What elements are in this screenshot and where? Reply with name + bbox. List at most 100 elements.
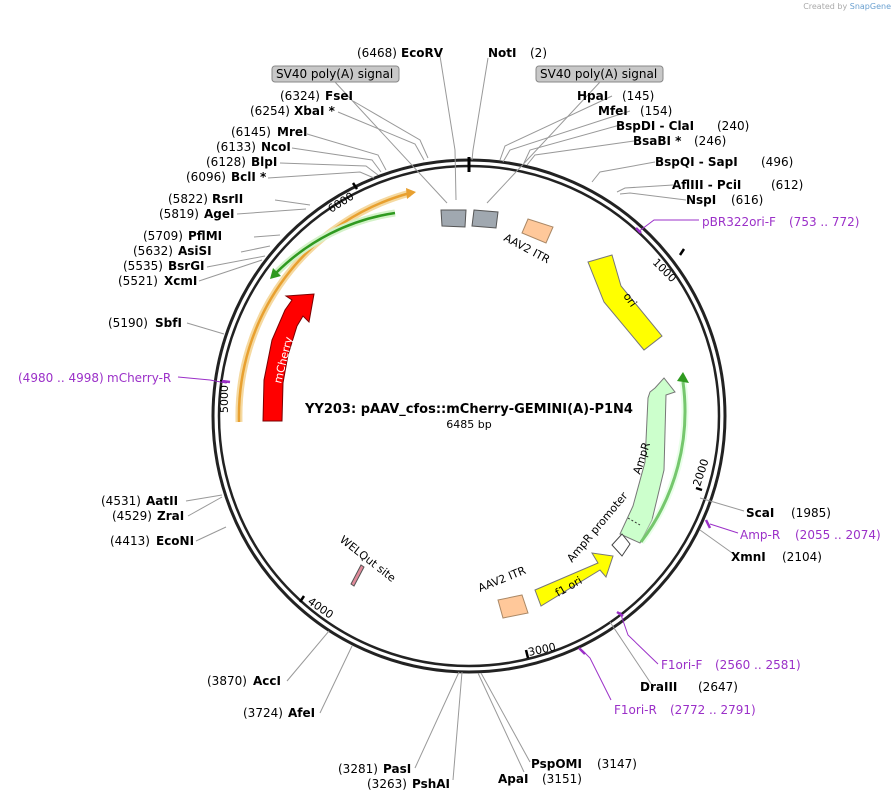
polya-leader-right [486, 81, 601, 204]
sv40-polya-label-left: SV40 poly(A) signal [276, 67, 393, 81]
site-afei-name[interactable]: AfeI [288, 706, 315, 720]
snapgene-credit: Created by SnapGene [803, 2, 891, 11]
plasmid-name: YY203: pAAV_cfos::mCherry-GEMINI(A)-P1N4 [304, 402, 633, 417]
sv40-polya-block-left[interactable] [440, 209, 467, 228]
site-asisi-name[interactable]: AsiSI [178, 244, 212, 258]
site-blpi-name[interactable]: BlpI [251, 155, 277, 169]
tick-3000-mark [524, 649, 530, 659]
site-xmni-pos: (2104) [782, 550, 822, 564]
aav2-itr-bottom-block[interactable] [497, 594, 529, 619]
tick-1000-label: 1000 [650, 256, 679, 285]
site-mfei-name[interactable]: MfeI [598, 104, 628, 118]
credit-prefix: Created by [803, 2, 848, 11]
site-ncoi-pos: (6133) [216, 140, 256, 154]
ampr-promoter-arrow[interactable] [611, 533, 631, 557]
welqut-site-mark[interactable] [350, 564, 365, 587]
site-pasi-name[interactable]: PasI [383, 762, 411, 776]
site-mfei-pos: (154) [640, 104, 672, 118]
site-aatii-name[interactable]: AatII [146, 494, 178, 508]
site-aatii-pos: (4531) [101, 494, 141, 508]
plasmid-size: 6485 bp [446, 418, 491, 431]
primer-amp-r-name[interactable]: Amp-R [740, 528, 780, 542]
site-noti-pos: (2) [530, 46, 547, 60]
site-xcmi-name[interactable]: XcmI [164, 274, 197, 288]
site-rsrii-pos: (5822) [168, 192, 208, 206]
welqut-site-label: WELQut site [337, 533, 398, 585]
site-ecorv-name[interactable]: EcoRV [401, 46, 444, 60]
primer-f1ori-r-name[interactable]: F1ori-R [614, 703, 657, 717]
site-acci-name[interactable]: AccI [253, 674, 281, 688]
site-bsabi-pos: (246) [694, 134, 726, 148]
ampr-orf-head [677, 372, 689, 383]
site-fsei-name[interactable]: FseI [325, 89, 353, 103]
site-ncoi-name[interactable]: NcoI [261, 140, 291, 154]
site-rsrii-name[interactable]: RsrII [212, 192, 243, 206]
primer-amp-r-range: (2055 .. 2074) [795, 528, 881, 542]
site-apai-name[interactable]: ApaI [498, 772, 528, 786]
site-agei-pos: (5819) [159, 207, 199, 221]
f1-ori-arrow[interactable] [534, 552, 614, 607]
sv40-polya-block-right[interactable] [471, 209, 499, 229]
site-blpi-pos: (6128) [206, 155, 246, 169]
site-afliii-pcii-name[interactable]: AflIII - PciI [672, 178, 741, 192]
tick-6000-mark [351, 182, 359, 190]
site-econi-name[interactable]: EcoNI [156, 534, 194, 548]
tick-4000-mark [298, 595, 306, 603]
site-hpai-pos: (145) [622, 89, 654, 103]
site-xcmi-pos: (5521) [118, 274, 158, 288]
site-bspqi-sapi-name[interactable]: BspQI - SapI [655, 155, 738, 169]
site-pspomi-name[interactable]: PspOMI [531, 757, 582, 771]
aav2-itr-top-block[interactable] [521, 218, 554, 244]
site-bsrgi-pos: (5535) [123, 259, 163, 273]
primer-marks [221, 227, 712, 655]
site-bsabi-name[interactable]: BsaBI * [633, 134, 682, 148]
aav2-itr-bottom-label: AAV2 ITR [476, 564, 528, 595]
site-pflmi-name[interactable]: PflMI [188, 229, 222, 243]
site-afliii-pcii-pos: (612) [771, 178, 803, 192]
tick-3000-label: 3000 [527, 640, 557, 659]
site-xbai-name[interactable]: XbaI * [294, 104, 336, 118]
site-mrei-pos: (6145) [231, 125, 271, 139]
ori-arrow[interactable] [587, 254, 663, 351]
site-agei-name[interactable]: AgeI [204, 207, 234, 221]
polya-leader-left [334, 81, 448, 204]
green-orf-line [275, 211, 396, 274]
primer-pbr322ori-f-name[interactable]: pBR322ori-F [702, 215, 776, 229]
site-bsrgi-name[interactable]: BsrGI [168, 259, 205, 273]
site-asisi-pos: (5632) [133, 244, 173, 258]
ampr-arrow[interactable] [619, 377, 676, 544]
site-draiii-pos: (2647) [698, 680, 738, 694]
site-bspdi-clai-name[interactable]: BspDI - ClaI [616, 119, 694, 133]
site-xbai-pos: (6254) [250, 104, 290, 118]
site-bcli-pos: (6096) [186, 170, 226, 184]
primer-mcherry-r-name[interactable]: mCherry-R [107, 371, 171, 385]
mcherry-arrow[interactable] [262, 293, 315, 422]
site-ecorv-pos: (6468) [357, 46, 397, 60]
site-draiii-name[interactable]: DraIII [640, 680, 677, 694]
primer-pbr322ori-f-range: (753 .. 772) [789, 215, 859, 229]
primer-f1ori-f-range: (2560 .. 2581) [715, 658, 801, 672]
site-pshai-name[interactable]: PshAI [412, 777, 450, 791]
site-noti-name[interactable]: NotI [488, 46, 517, 60]
green-orf-head [270, 268, 281, 279]
tick-2000-mark [695, 486, 703, 492]
enzyme-leader-lines [185, 55, 745, 781]
site-nspi-pos: (616) [731, 193, 763, 207]
site-hpai-name[interactable]: HpaI [577, 89, 608, 103]
site-acci-pos: (3870) [207, 674, 247, 688]
site-pshai-pos: (3263) [367, 777, 407, 791]
site-scai-name[interactable]: ScaI [746, 506, 774, 520]
site-zrai-name[interactable]: ZraI [157, 509, 184, 523]
site-nspi-name[interactable]: NspI [686, 193, 716, 207]
site-xmni-name[interactable]: XmnI [731, 550, 766, 564]
site-mrei-name[interactable]: MreI [277, 125, 307, 139]
site-bspqi-sapi-pos: (496) [761, 155, 793, 169]
site-pasi-pos: (3281) [338, 762, 378, 776]
site-bcli-name[interactable]: BclI * [231, 170, 267, 184]
orange-orf-head [406, 188, 416, 199]
ampr-orf-line [639, 381, 687, 543]
site-afei-pos: (3724) [243, 706, 283, 720]
site-sbfi-name[interactable]: SbfI [155, 316, 182, 330]
primer-f1ori-f-name[interactable]: F1ori-F [661, 658, 702, 672]
